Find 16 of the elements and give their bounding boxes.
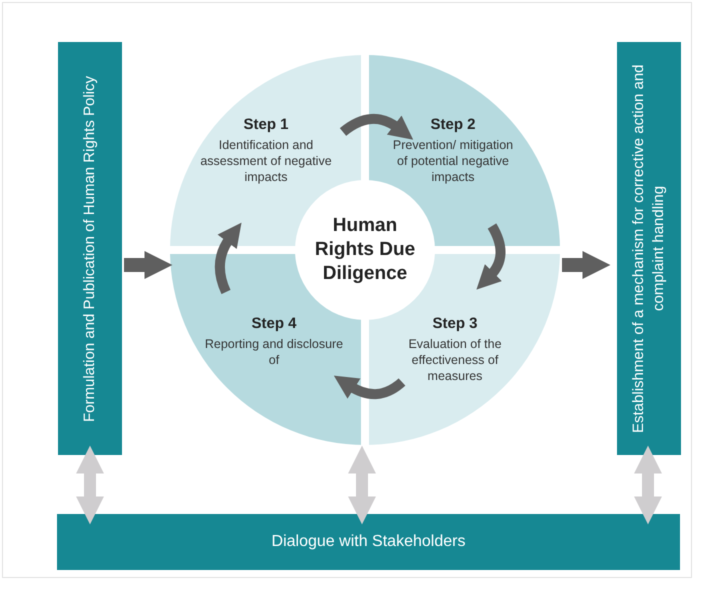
curved-arrow <box>340 114 414 139</box>
arrow <box>562 251 610 279</box>
stakeholder-bar: Dialogue with Stakeholders <box>57 514 680 570</box>
step-heading: Step 4 <box>250 316 298 332</box>
step-description: Evaluation of the effectiveness of measures <box>407 336 503 384</box>
mechanism-bar: Establishment of a mechanism for corrective action and complaint handling <box>617 42 681 455</box>
step-heading: Step 1 <box>242 117 290 133</box>
policy-bar: Formulation and Publication of Human Rights Policy <box>58 42 122 455</box>
double-arrow <box>634 446 662 524</box>
double-arrow <box>348 446 376 524</box>
step-description: Reporting and disclosure of <box>204 336 344 368</box>
curved-arrow <box>214 222 241 294</box>
arrow <box>124 251 172 279</box>
step-heading: Step 2 <box>429 117 476 133</box>
curved-arrow <box>333 376 406 400</box>
double-arrow <box>76 446 104 524</box>
